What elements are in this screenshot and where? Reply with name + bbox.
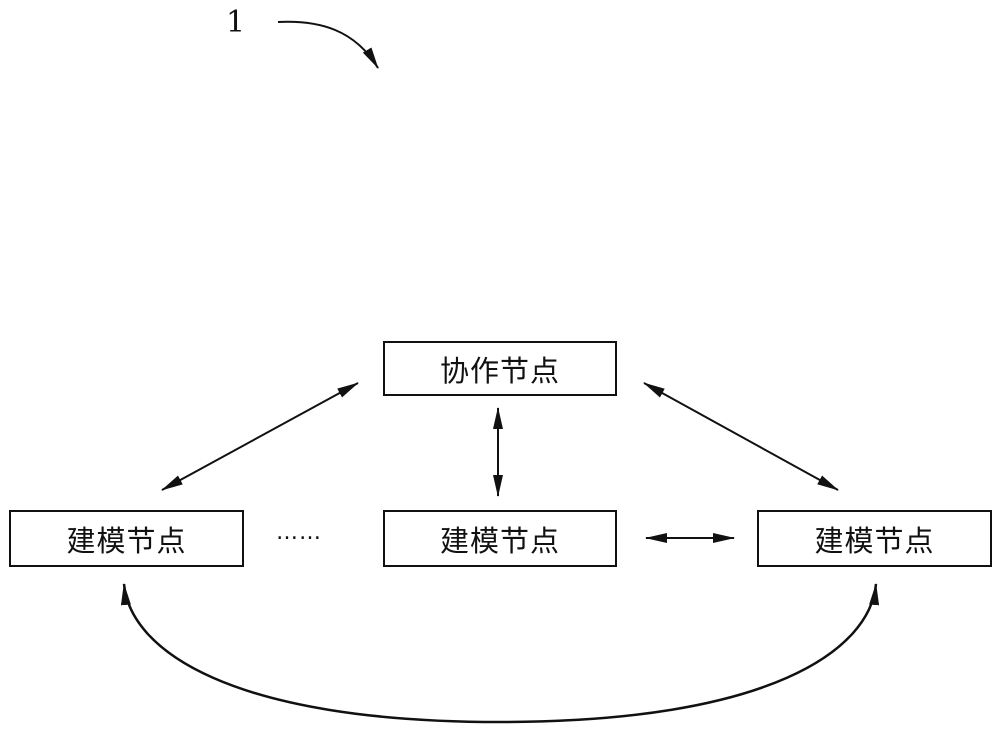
ellipsis: …… — [276, 520, 322, 545]
arrow-coordinator-left — [161, 382, 359, 491]
modeling-node-left: 建模节点 — [9, 510, 244, 567]
reference-arrow — [277, 20, 379, 69]
arrow-left-right-curved — [120, 583, 880, 724]
modeling-node-middle: 建模节点 — [383, 510, 617, 567]
coordinator-node: 协作节点 — [383, 341, 617, 396]
arrow-coordinator-right — [643, 382, 839, 491]
reference-numeral: 1 — [226, 5, 246, 40]
modeling-node-right: 建模节点 — [757, 510, 992, 567]
